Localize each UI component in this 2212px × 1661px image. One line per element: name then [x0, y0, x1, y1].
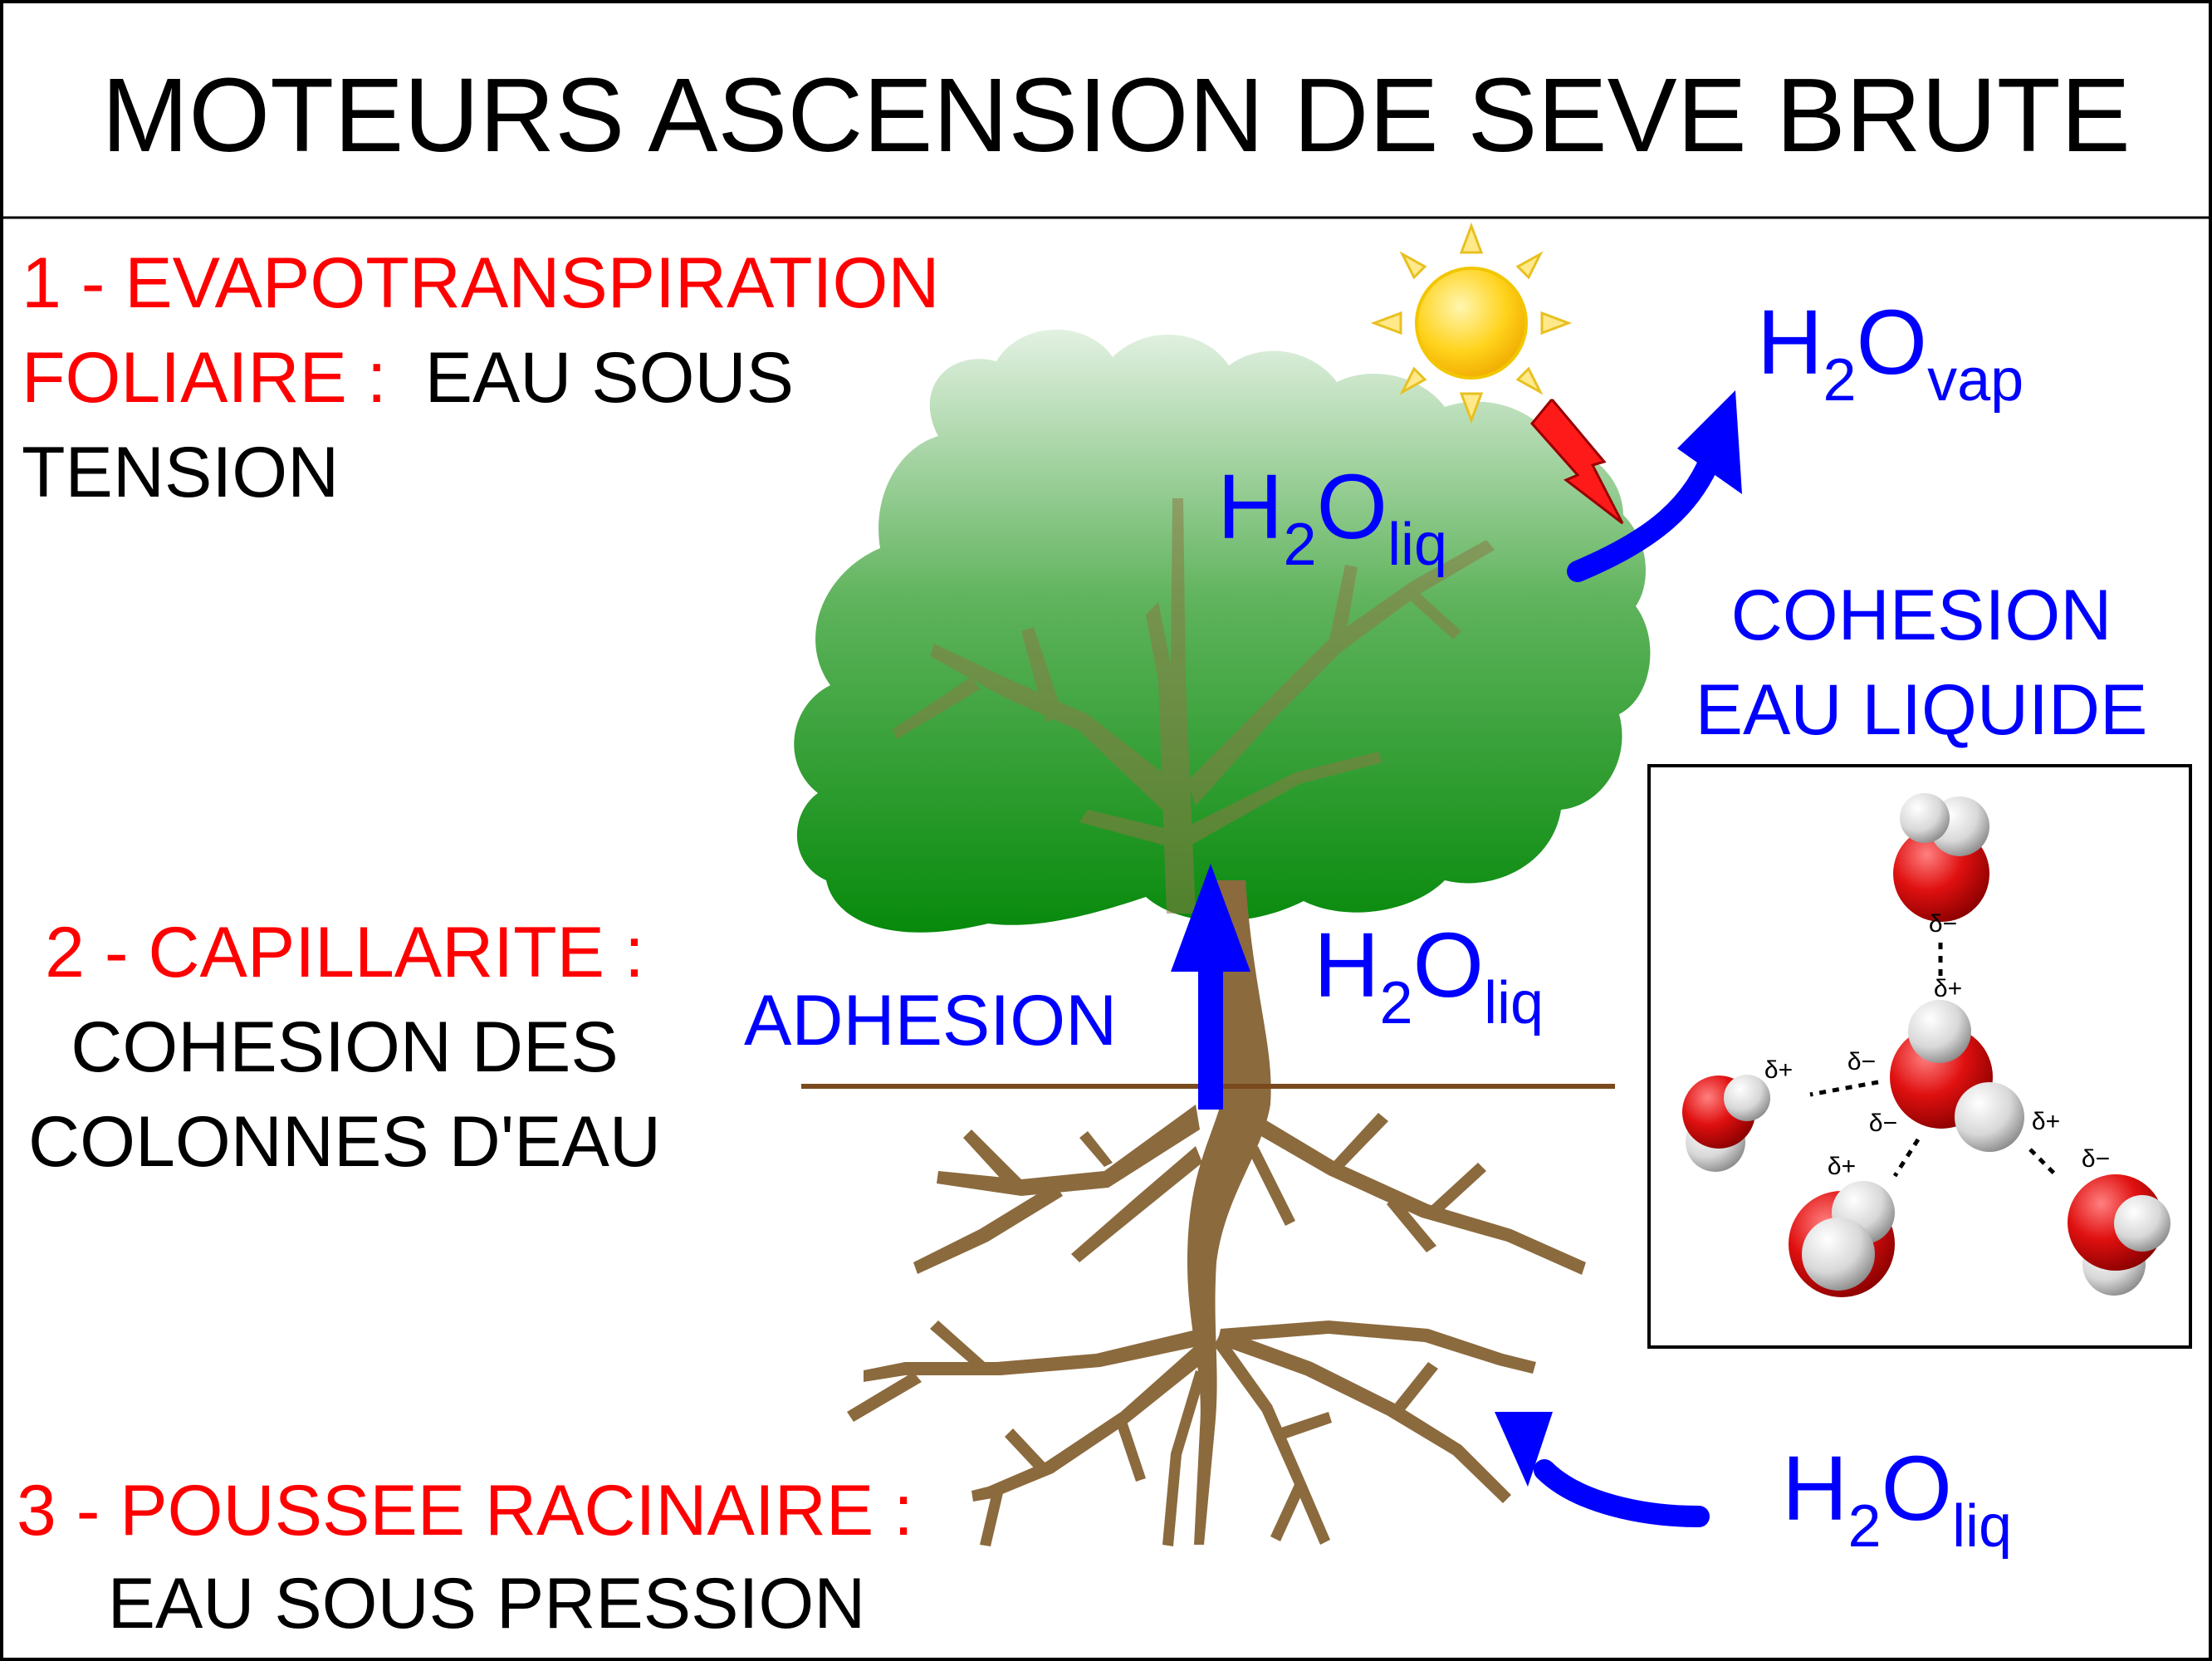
formula-h2o-trunk: H2Oliq [1314, 914, 1544, 1036]
section1-line3: TENSION [22, 433, 339, 512]
page-title: MOTEURS ASCENSION DE SEVE BRUTE [101, 56, 2130, 174]
formula-h2o-root: H2Oliq [1782, 1438, 2012, 1560]
charge-left-minus: δ− [1847, 1048, 1876, 1075]
section2-line2: COHESION DES [71, 1007, 618, 1087]
charge-right-plus: δ+ [2032, 1108, 2060, 1135]
lightning-icon [1530, 399, 1624, 525]
tree-branches [893, 498, 1495, 914]
section1-line2-red: FOLIAIRE : [22, 338, 387, 418]
adhesion-label: ADHESION [744, 981, 1117, 1061]
formula-h2o-vapor: H2Ovap [1757, 292, 2024, 414]
cohesion-label-line2: EAU LIQUIDE [1696, 670, 2148, 750]
charge-bottom-minus: δ− [1869, 1110, 1897, 1137]
section1-line1: 1 - EVAPOTRANSPIRATION [22, 243, 939, 323]
section1-line2: FOLIAIRE : EAU SOUS [22, 338, 794, 418]
section-evapotranspiration: 1 - EVAPOTRANSPIRATION FOLIAIRE : EAU SO… [22, 243, 939, 512]
cohesion-label-line1: COHESION [1731, 576, 2112, 655]
charge-right-minus: δ− [2082, 1145, 2110, 1173]
trunk [1187, 880, 1271, 1545]
section2-line3: COLONNES D'EAU [28, 1102, 661, 1182]
tree-icon [794, 329, 1651, 933]
section2-line1: 2 - CAPILLARITE : [45, 913, 644, 992]
tree-trunk-and-roots [847, 880, 1586, 1546]
root-absorption-arrow-icon [1495, 1412, 1710, 1527]
section1-line2-black: EAU SOUS [425, 338, 794, 418]
sun-icon [1370, 222, 1573, 424]
formula-h2o-leaf: H2Oliq [1217, 456, 1447, 578]
evaporation-arrow-icon [1567, 390, 1742, 582]
section-poussee-racinaire: 3 - POUSSEE RACINAIRE : EAU SOUS PRESSIO… [17, 1471, 913, 1644]
water-molecule-icon: δ− δ+ δ+ δ− δ− δ+ δ+ δ− [1647, 764, 2192, 1349]
section3-line1: 3 - POUSSEE RACINAIRE : [17, 1471, 913, 1551]
charge-bottom-plus: δ+ [1828, 1153, 1856, 1180]
section3-line2: EAU SOUS PRESSION [108, 1564, 866, 1644]
charge-center-plus: δ+ [1934, 975, 1962, 1002]
foliage [794, 329, 1651, 933]
charge-left-plus: δ+ [1764, 1056, 1793, 1084]
arrow-icon [1171, 864, 1250, 1110]
charge-top-minus: δ− [1929, 910, 1957, 938]
section-capillarite: 2 - CAPILLARITE : COHESION DES COLONNES … [28, 913, 661, 1182]
